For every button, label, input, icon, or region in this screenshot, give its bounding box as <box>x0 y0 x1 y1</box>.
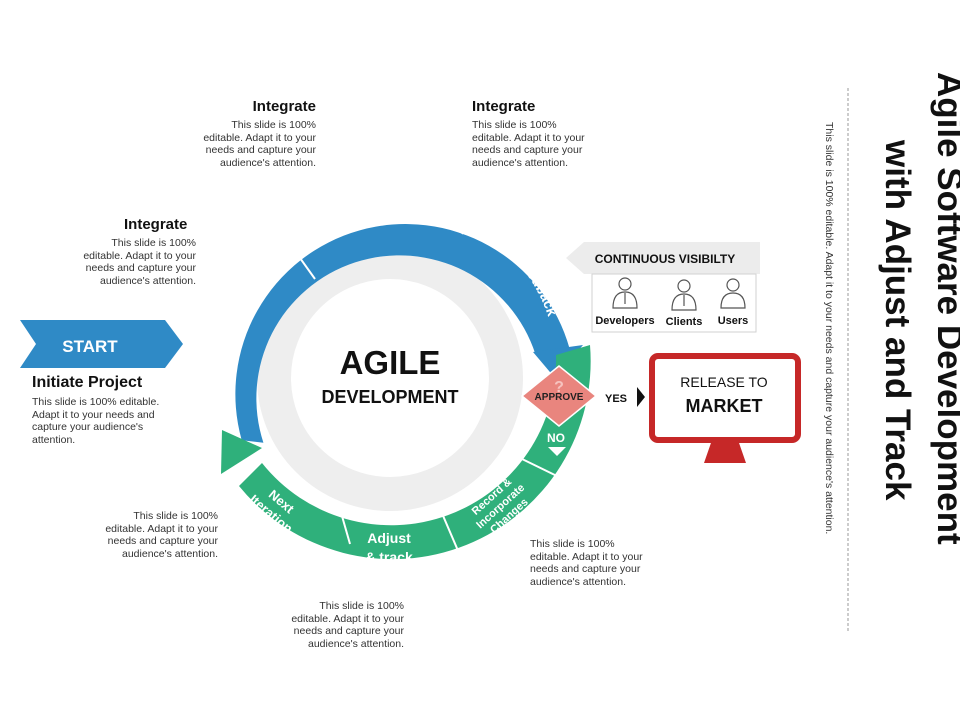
review-label: Review <box>431 197 483 229</box>
approve-diamond <box>520 365 598 427</box>
callout-text: This slide is 100% editable. Adapt it to… <box>105 510 218 560</box>
visibility-title: CONTINUOUS VISIBILTY <box>595 252 735 266</box>
yes-label: YES <box>605 393 627 405</box>
callout-text: This slide is 100% editable. Adapt it to… <box>83 237 196 287</box>
initiate-heading: Initiate Project <box>32 374 143 391</box>
approve-label: APPROVE <box>535 392 584 403</box>
yes-arrow <box>637 387 645 407</box>
client-icon <box>671 279 697 311</box>
callout-integrate-top-right: Integrate This slide is 100% editable. A… <box>472 98 594 169</box>
no-label: NO <box>547 431 565 445</box>
release-line1: RELEASE TO <box>680 374 768 390</box>
developer-icon <box>612 277 638 309</box>
clients-label: Clients <box>665 316 703 328</box>
callout-text: This slide is 100% editable. Adapt it to… <box>203 119 316 169</box>
initiate-text: This slide is 100% editable. Adapt it to… <box>32 396 160 446</box>
green-arc <box>239 345 591 560</box>
svg-text:Agile Software Development: Agile Software Development <box>930 72 960 545</box>
callout-text: This slide is 100% editable. Adapt it to… <box>530 538 643 588</box>
callout-bottom-left: This slide is 100% editable. Adapt it to… <box>98 510 218 560</box>
svg-text:This slide is 100% editable. A: This slide is 100% editable. Adapt it to… <box>823 122 835 534</box>
users-label: Users <box>717 315 749 327</box>
monitor-stand <box>704 440 746 463</box>
start-label: START <box>62 337 118 356</box>
svg-text:Adjust: Adjust <box>367 530 411 546</box>
callout-integrate-top-left: Integrate This slide is 100% editable. A… <box>196 98 316 169</box>
callout-bottom-right: This slide is 100% editable. Adapt it to… <box>530 538 652 588</box>
center-subtitle: DEVELOPMENT <box>321 387 458 407</box>
callout-bottom-center: This slide is 100% editable. Adapt it to… <box>284 600 404 650</box>
callout-text: This slide is 100% editable. Adapt it to… <box>291 600 404 650</box>
callout-integrate-left: Integrate This slide is 100% editable. A… <box>76 216 196 287</box>
adjust-track-label: Adjust & track <box>365 530 413 565</box>
callout-initiate-project: Initiate Project This slide is 100% edit… <box>32 374 162 446</box>
user-icon <box>720 278 746 309</box>
inner-ring <box>257 245 523 511</box>
blue-arc <box>235 224 570 443</box>
no-triangle <box>548 447 566 456</box>
svg-text:& track: & track <box>365 549 413 565</box>
page-title: Agile Software Development with Adjust a… <box>878 72 960 545</box>
visibility-banner <box>566 242 760 274</box>
callout-heading: Integrate <box>472 98 536 115</box>
developers-label: Developers <box>595 315 655 327</box>
green-arrow-head <box>221 430 262 474</box>
svg-text:with Adjust and Track: with Adjust and Track <box>878 139 917 501</box>
page-subtitle: This slide is 100% editable. Adapt it to… <box>823 122 835 534</box>
callout-heading: Integrate <box>124 216 188 233</box>
callout-text: This slide is 100% editable. Adapt it to… <box>472 119 585 169</box>
approve-question: ? <box>554 379 564 396</box>
release-line2: MARKET <box>686 396 763 416</box>
start-arrow <box>20 320 183 368</box>
center-title: AGILE <box>340 344 441 381</box>
callout-heading: Integrate <box>252 98 316 115</box>
